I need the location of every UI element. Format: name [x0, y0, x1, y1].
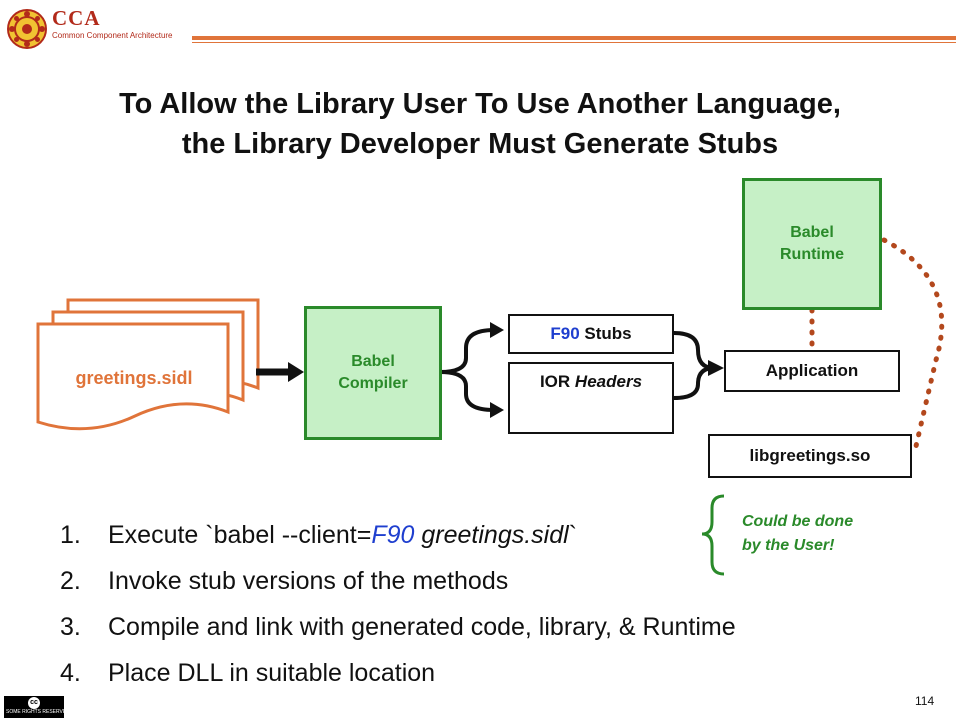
library-box: libgreetings.so [708, 434, 912, 478]
title-line-2: the Library Developer Must Generate Stub… [181, 128, 779, 160]
step-1-text-b: ` [568, 521, 578, 549]
f90-stubs-box: F90 Stubs [508, 314, 674, 354]
brace-arrows-compiler [439, 328, 495, 412]
babel-runtime-box: Babel Runtime [742, 178, 882, 310]
application-box: Application [724, 350, 900, 392]
dotted-runtime-library [881, 237, 945, 458]
sidl-document-stack [36, 298, 260, 431]
runtime-line-1: Babel [790, 224, 834, 241]
ior-headers-box: IOR Headers [508, 362, 674, 434]
step-number: 4. [60, 659, 81, 687]
step-number: 3. [60, 613, 81, 641]
header-rule-thin [192, 42, 956, 43]
sidl-file-label: greetings.sidl [75, 368, 193, 388]
page-number: 114 [915, 694, 935, 708]
ior-italic: Headers [574, 372, 643, 391]
step-item: 1. Execute `babel --client=F90 greetings.… [60, 512, 736, 558]
cca-logo [6, 8, 48, 50]
cca-logo-icon [7, 9, 47, 49]
step-text: Invoke stub versions of the methods [108, 567, 509, 595]
stubs-word: Stubs [584, 324, 632, 343]
logo-text: CCA [52, 6, 101, 30]
arrowhead-application [708, 360, 724, 376]
arrowhead-stubs [490, 322, 504, 338]
steps-list: 1. Execute `babel --client=F90 greetings.… [60, 512, 736, 696]
step-text: Compile and link with generated code, li… [108, 613, 736, 641]
logo-subtitle: Common Component Architecture [52, 31, 173, 40]
step-item: 3. Compile and link with generated code, … [60, 604, 736, 650]
step-item: 2. Invoke stub versions of the methods [60, 558, 736, 604]
cc-license-text: SOME RIGHTS RESERVED [6, 709, 70, 715]
cc-icon: cc [28, 697, 40, 709]
step-1-lang: F90 [371, 521, 415, 549]
step-text: Place DLL in suitable location [108, 659, 436, 687]
title-line-1: To Allow the Library User To Use Another… [119, 88, 841, 120]
creative-commons-badge: cc SOME RIGHTS RESERVED [4, 696, 70, 718]
arrowhead-ior [490, 402, 504, 418]
step-number: 2. [60, 567, 81, 595]
header-rule [192, 36, 956, 40]
step-1-text-a: Execute `babel --client= [108, 521, 372, 549]
step-item: 4. Place DLL in suitable location [60, 650, 736, 696]
user-note: Could be done by the User! [742, 510, 853, 558]
step-1-file: greetings.sidl [414, 521, 569, 549]
note-line-1: Could be done [742, 513, 854, 530]
runtime-line-2: Runtime [780, 246, 844, 263]
arrow-to-compiler [256, 362, 304, 382]
stubs-lang: F90 [550, 324, 580, 343]
babel-compiler-box: Babel Compiler [304, 306, 442, 440]
note-line-2: by the User! [742, 537, 835, 554]
slide-title: To Allow the Library User To Use Another… [0, 84, 960, 164]
compiler-line-2: Compiler [338, 375, 408, 392]
brace-arrows-application [673, 331, 715, 400]
note-brace [701, 494, 725, 576]
step-number: 1. [60, 521, 81, 549]
compiler-line-1: Babel [351, 353, 395, 370]
ior-prefix: IOR [539, 372, 571, 391]
